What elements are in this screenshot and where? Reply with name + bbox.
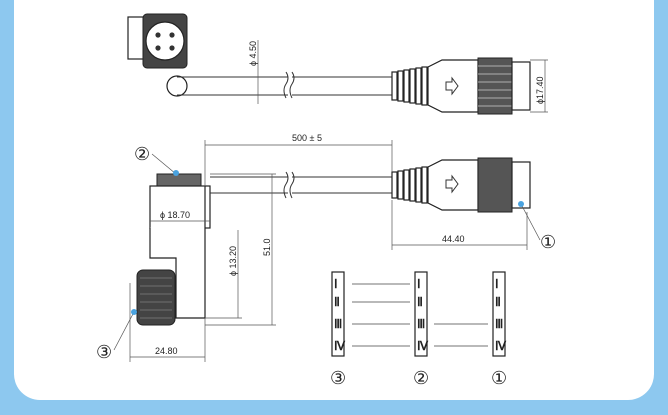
side-connector-body [427,159,479,211]
pin-label: Ⅲ [417,317,425,331]
pin-3-icon [155,45,161,51]
callout-3: ③ [96,342,112,362]
cable-length-label: 500 ± 5 [292,133,322,143]
pin-label: Ⅲ [334,317,342,331]
top-cable-exit [166,75,188,97]
top-connector-face [145,21,185,61]
callout-2: ② [134,144,150,164]
side-view: 500 ± 5 ϕ 18.70 ϕ 13.20 51.0 44.40 24.80… [96,133,556,362]
callout-2-dot [173,170,179,176]
pin-label: Ⅲ [495,317,503,331]
pin-label: Ⅰ [495,277,499,291]
side-knurl [477,157,513,213]
pin-label: Ⅳ [334,339,346,353]
wiring-block-3 [331,271,345,357]
side-strain-relief [391,166,428,204]
top-arrow-icon [445,76,459,96]
cable-dia-label: ϕ 4.50 [248,41,258,66]
wiring-label-1: ① [491,368,507,388]
callout-3-dot [131,309,137,315]
pin-label: Ⅱ [495,295,501,309]
top-break-2 [289,71,295,99]
width-label: 24.80 [155,346,178,356]
connector-length-label: 44.40 [442,234,465,244]
wiring-block-1 [492,271,506,357]
pin-1-icon [155,32,161,38]
pin-label: Ⅱ [334,295,340,309]
thread-ring [156,173,202,187]
side-knurled-nut [136,269,176,326]
top-view: ϕ 4.50 ϕ17.40 [127,13,548,115]
height-label: 51.0 [262,238,272,256]
side-arrow-icon [445,174,459,194]
pin-label: Ⅰ [334,277,338,291]
side-knurl-texture [140,277,172,319]
callout-2-leader [151,153,177,175]
top-connector-tip [511,61,531,111]
side-break-2 [289,171,295,199]
wiring-diagram: Ⅰ Ⅱ Ⅲ Ⅳ Ⅰ Ⅱ Ⅲ Ⅳ Ⅰ Ⅱ Ⅲ Ⅳ ③ ② ① [330,271,507,388]
side-break-1 [283,171,289,199]
top-break-1 [283,71,289,99]
wiring-label-3: ③ [330,368,346,388]
elbow-dia-label: ϕ 13.20 [228,246,238,276]
top-strain-relief [391,66,428,106]
callout-1-dot [518,201,524,207]
wires [352,283,488,347]
pin-4-icon [169,45,175,51]
pin-label: Ⅳ [417,339,429,353]
pin-label: Ⅳ [495,339,507,353]
pin-label: Ⅱ [417,295,423,309]
top-connector-body [427,59,479,113]
body-dia-label: ϕ 18.70 [160,210,190,220]
pin-2-icon [169,32,175,38]
wiring-block-2 [414,271,428,357]
wiring-label-2: ② [413,368,429,388]
top-knurl-lines [478,65,512,107]
connector-dia-label: ϕ17.40 [535,76,545,104]
callout-1: ① [540,232,556,252]
callout-3-leader [113,311,135,351]
pin-label: Ⅰ [417,277,421,291]
callout-1-leader [520,203,541,241]
body-elbow [149,186,206,319]
side-connector-tip [511,161,531,209]
